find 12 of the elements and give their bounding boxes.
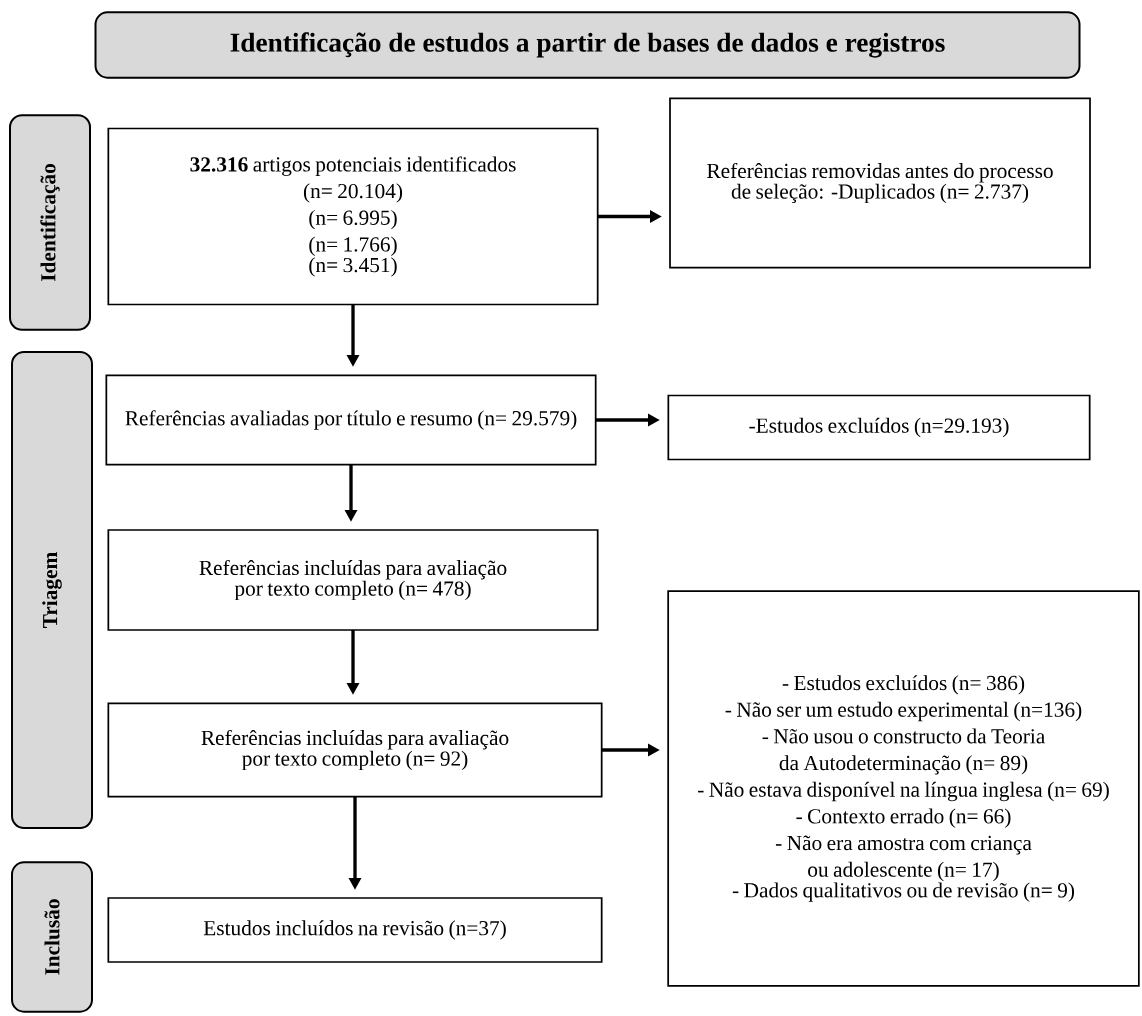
stage-label: Identificação bbox=[9, 114, 91, 331]
process-box: Referências incluídas para avaliação por texto completo (n= 478) bbox=[107, 529, 599, 631]
process-box: Referências incluídas para avaliação por texto completo (n= 92) bbox=[107, 702, 603, 798]
process-box: Referências removidas antes do processo de seleção: -Duplicados (n= 2.737) bbox=[669, 97, 1091, 269]
process-box: -Estudos excluídos (n=29.193) bbox=[667, 394, 1091, 461]
process-box: 32.316 artigos potenciais identificados (n= 20.104) (n= 6.995) (n= 1.766) (n= 3.451) bbox=[107, 127, 599, 306]
process-box: Referências avaliadas por título e resumo (n= 29.579) bbox=[105, 374, 597, 466]
process-box: - Estudos excluídos (n= 386) - Não ser um estudo experimental (n=136) - Não usou o constructo da Teoria da Autodeterminação (n= 89) - Não estava disponível na língua inglesa (n= 69) - Contexto errado (n= 66) - Não era amostra com criança ou adolescente (n= 17) - Dados qualitativos ou de revisão (n= 9) bbox=[667, 590, 1140, 987]
process-box: Estudos incluídos na revisão (n=37) bbox=[107, 897, 603, 963]
title-banner: Identificação de estudos a partir de bases de dados e registros bbox=[94, 11, 1081, 79]
stage-label: Inclusão bbox=[11, 861, 93, 1013]
stage-label: Triagem bbox=[11, 351, 93, 829]
